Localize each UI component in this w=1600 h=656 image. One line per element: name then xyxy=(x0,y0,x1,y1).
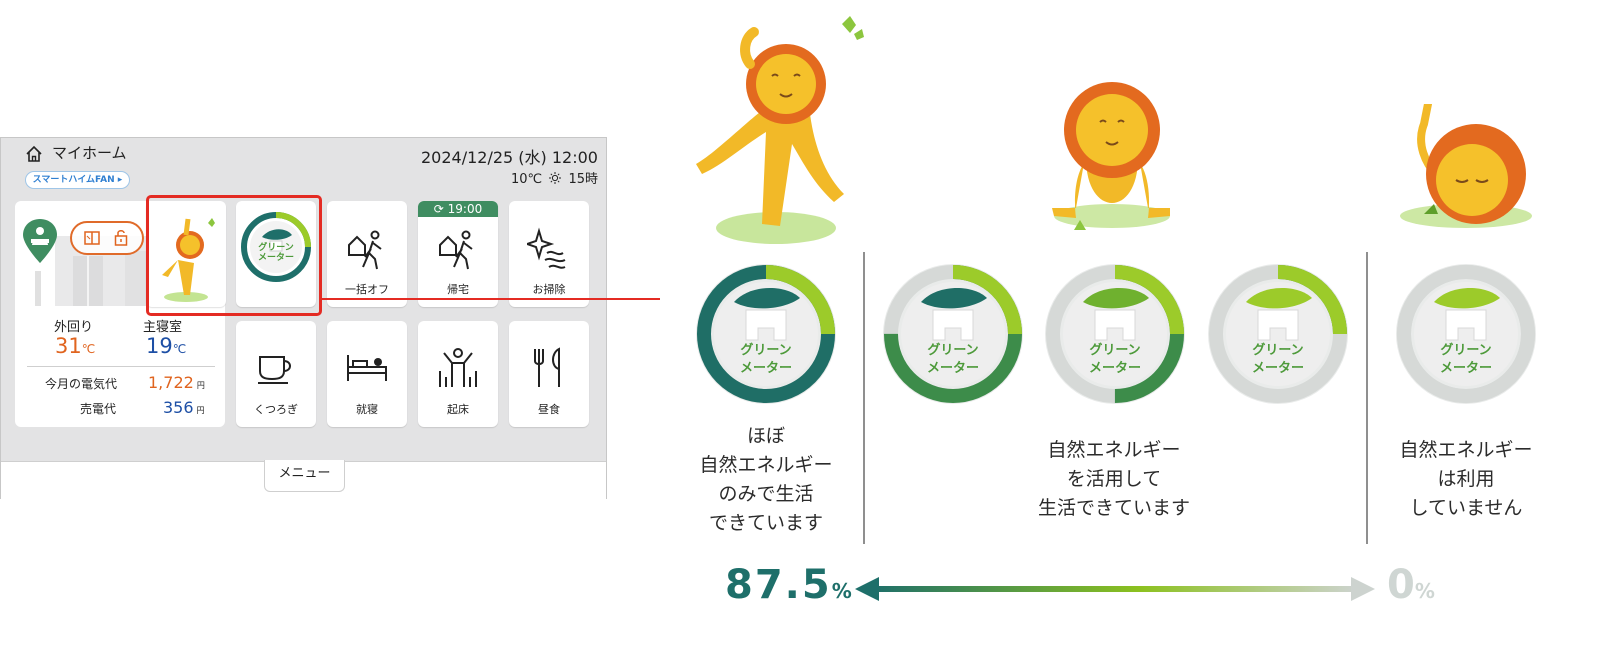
lion-dancing-illustration xyxy=(696,16,864,244)
meter-label-2: メーター xyxy=(1089,361,1141,376)
lion-mascot-icon xyxy=(162,218,215,302)
caption-line: を活用して xyxy=(1066,468,1162,490)
green-meter-tile[interactable]: グリーンメーター xyxy=(236,201,316,307)
bed-icon xyxy=(347,355,387,381)
cleaning-label: お掃除 xyxy=(532,283,566,296)
green-meter-tile-label: グリーンメーター xyxy=(257,243,294,263)
forecast-time: 15時 xyxy=(568,172,598,187)
all-off-tile[interactable]: 一括オフ xyxy=(327,201,407,307)
caption-line: のみで生活 xyxy=(718,483,814,505)
return-home-label: 帰宅 xyxy=(447,283,469,296)
sparkle-icon xyxy=(527,227,566,269)
divider xyxy=(27,366,215,367)
relax-tile[interactable]: くつろぎ xyxy=(236,321,316,427)
cleaning-tile[interactable]: お掃除 xyxy=(509,201,589,307)
caption-line: できています xyxy=(708,512,823,534)
max-percentage: 87.5% xyxy=(725,562,852,608)
sleep-label: 就寝 xyxy=(356,403,378,416)
unlock-icon xyxy=(114,230,128,246)
caption-mid: 自然エネルギー を活用して 生活できています xyxy=(1004,436,1224,523)
meter-label-1: グリーン xyxy=(1089,342,1140,358)
caption-line: は利用 xyxy=(1437,468,1495,490)
caption-line: 自然エネルギー xyxy=(1047,439,1181,461)
green-meter-level-5: グリーン メーター xyxy=(1396,264,1536,404)
bedroom-temp-value: 19℃ xyxy=(146,334,187,358)
lunch-tile[interactable]: 昼食 xyxy=(509,321,589,427)
green-meter-icon xyxy=(241,212,311,282)
meter-label-1: グリーン xyxy=(927,342,978,358)
min-percentage: 0% xyxy=(1387,562,1435,608)
lion-sitting-illustration xyxy=(1052,82,1170,230)
menu-button[interactable]: メニュー xyxy=(264,460,345,492)
highlight-frame xyxy=(146,195,322,316)
caption-line: 自然エネルギー xyxy=(1399,439,1533,461)
caption-line: 生活できています xyxy=(1037,497,1190,519)
smart-heim-fan-link[interactable]: スマートハイムFAN ▸ xyxy=(25,171,130,189)
bedroom-label: 主寝室 xyxy=(143,320,183,335)
wake-tile[interactable]: 起床 xyxy=(418,321,498,427)
datetime: 2024/12/25 (水) 12:00 xyxy=(421,148,598,167)
sun-icon xyxy=(549,172,562,184)
caption-low: 自然エネルギー は利用 していません xyxy=(1376,436,1556,523)
meter-label-1: グリーン xyxy=(1440,342,1491,358)
outdoor-temperature: 10℃ xyxy=(511,172,543,187)
return-home-tile[interactable]: 帰宅 xyxy=(418,201,498,307)
section-divider xyxy=(863,252,865,544)
lunch-label: 昼食 xyxy=(538,403,560,416)
meter-ring xyxy=(1397,265,1535,403)
schedule-badge: ⟳ 19:00 xyxy=(418,201,498,217)
callout-connector xyxy=(322,298,660,300)
green-meter-level-2: グリーン メーター xyxy=(883,264,1023,404)
outdoor-label: 外回り xyxy=(54,320,94,335)
meter-label-2: メーター xyxy=(927,361,979,376)
all-off-label: 一括オフ xyxy=(345,283,389,296)
window-icon xyxy=(84,231,100,245)
repeat-icon: ⟳ xyxy=(433,202,444,216)
leaving-home-icon xyxy=(348,230,382,270)
meter-accent-arc xyxy=(1277,265,1347,335)
meter-accent-arc xyxy=(765,265,835,335)
green-meter-level-4: グリーン メーター xyxy=(1208,264,1348,404)
wake-label: 起床 xyxy=(447,403,469,416)
sleep-tile[interactable]: 就寝 xyxy=(327,321,407,427)
cutlery-icon xyxy=(534,347,560,387)
scale-arrow xyxy=(855,577,1375,601)
caption-line: ほぼ xyxy=(746,425,785,447)
caption-line: していません xyxy=(1409,497,1523,519)
coffee-cup-icon xyxy=(258,356,291,384)
return-home-icon xyxy=(439,230,473,270)
meter-accent-arc xyxy=(1114,265,1184,335)
lion-sleeping-illustration xyxy=(1400,104,1532,228)
green-meter-level-3: グリーン メーター xyxy=(1045,264,1185,404)
sell-label: 売電代 xyxy=(80,402,117,416)
meter-label-2: メーター xyxy=(1252,361,1304,376)
lock-status-button[interactable] xyxy=(70,221,144,255)
meter-label-1: グリーン xyxy=(1252,342,1303,358)
meter-label-2: メーター xyxy=(740,361,792,376)
caption-high: ほぼ 自然エネルギー のみで生活 できています xyxy=(676,422,856,538)
weather-readout: 10℃ 15時 xyxy=(420,168,598,187)
meter-accent-arc xyxy=(952,265,1022,335)
outdoor-temp-value: 31℃ xyxy=(55,334,96,358)
section-divider xyxy=(1366,252,1368,544)
lion-mascot-tile[interactable] xyxy=(146,201,226,307)
meter-label-2: メーター xyxy=(1440,361,1492,376)
relax-label: くつろぎ xyxy=(254,403,298,416)
home-icon xyxy=(26,145,42,162)
caption-line: 自然エネルギー xyxy=(699,454,833,476)
page-title: マイホーム xyxy=(52,144,127,162)
electricity-label: 今月の電気代 xyxy=(45,377,118,391)
wake-up-icon xyxy=(439,348,477,387)
green-meter-level-1: グリーン メーター xyxy=(696,264,836,404)
location-pin-icon xyxy=(23,219,57,263)
meter-label-1: グリーン xyxy=(740,342,791,358)
